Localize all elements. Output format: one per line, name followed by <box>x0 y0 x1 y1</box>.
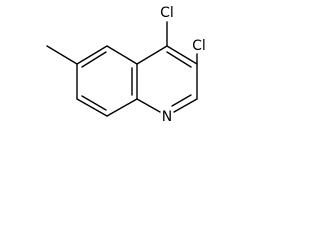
bond-c6-c5 <box>76 45 108 65</box>
bond-c4-c3 <box>166 45 198 65</box>
structure-canvas: Cl Cl N <box>0 0 223 138</box>
bond-n1-c8a <box>136 98 161 113</box>
bond-c6-c5-inner <box>81 51 107 68</box>
bond-c2-n1-inner <box>171 94 192 107</box>
bond-c2-n1 <box>173 98 198 113</box>
bond-c8a-c8 <box>106 98 138 117</box>
bond-c4-c3-inner <box>166 51 192 68</box>
chlorine-atom-label-4: Cl <box>160 5 174 21</box>
bond-c8-c7-inner <box>81 95 107 111</box>
nitrogen-atom-label: N <box>162 109 172 125</box>
bond-c5-c4a <box>106 45 138 65</box>
bond-c4a-c4 <box>136 45 168 65</box>
quinoline-structure-svg: Cl Cl N <box>46 5 206 125</box>
bond-c8-c7 <box>76 98 108 117</box>
bond-c6-methyl <box>46 45 78 65</box>
chlorine-atom-label-3: Cl <box>192 38 206 54</box>
